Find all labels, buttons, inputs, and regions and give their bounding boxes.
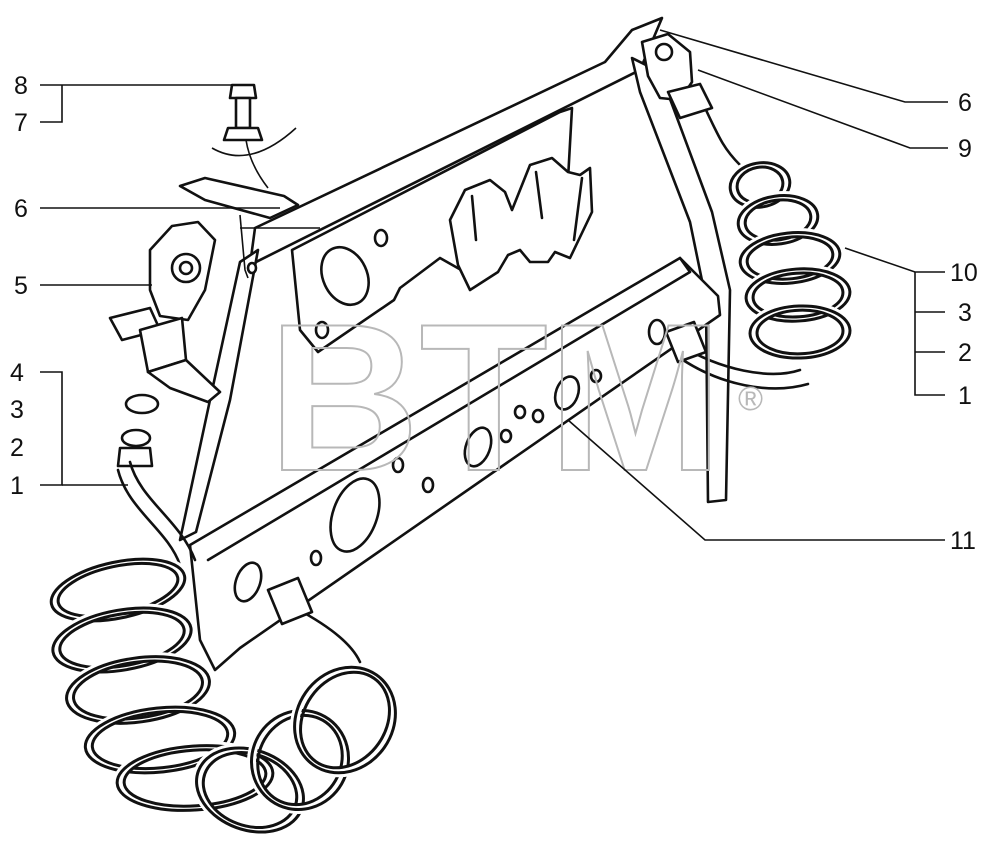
callout-9: 9 [958, 135, 972, 163]
frame-small-hole [373, 228, 389, 248]
frame-right-member [630, 56, 732, 504]
coiled-hose-right [664, 108, 855, 390]
callout-3: 3 [958, 299, 972, 327]
cross-member-hole [233, 561, 263, 603]
hose-coil-loop [751, 271, 845, 319]
hose-coil-loop [728, 161, 792, 209]
callout-5: 5 [14, 272, 28, 300]
coupling-head-left [108, 220, 222, 404]
bolt-shank [234, 96, 252, 130]
watermark-registered-mark: ® [738, 380, 763, 418]
hose-coil-loop [249, 708, 351, 812]
frame-small-hole [314, 320, 330, 340]
callout-8: 8 [14, 72, 28, 100]
callout-7: 7 [14, 109, 28, 137]
mounting-tab [178, 176, 300, 220]
hose-coil-loop [72, 659, 204, 721]
callout-1: 1 [958, 382, 972, 410]
callout-2: 2 [10, 434, 24, 462]
callout-11: 11 [950, 527, 976, 555]
cross-member-hole [589, 368, 603, 384]
hose-coil-loop [748, 304, 852, 360]
hose-coil-loop [299, 670, 391, 770]
cross-member-hole [463, 426, 493, 468]
hose-coil-loop [745, 235, 835, 281]
washer [222, 126, 264, 142]
hose-coil-loop [755, 308, 845, 356]
hose-coil-loop [115, 744, 275, 812]
hose-coil-loop [83, 705, 237, 775]
hose-coil-loop [736, 194, 820, 246]
cross-member-hole [391, 456, 405, 474]
hose-coil-loop [90, 709, 230, 771]
cross-member-hole [499, 428, 513, 444]
hose-fitting [266, 576, 314, 626]
hose-coil-loop [49, 557, 187, 623]
callout-labels: 8 7 6 5 4 3 2 1 6 9 10 3 2 1 11 [10, 72, 978, 555]
leader-lines [40, 29, 948, 541]
hose-coil-loop [65, 655, 211, 725]
hose-fitting [664, 320, 708, 364]
coiled-hose-left [46, 460, 400, 837]
callout-2: 2 [958, 339, 972, 367]
frame-upper-hole [320, 245, 370, 307]
hose-coil-loop [293, 665, 397, 775]
cross-member-hole [421, 476, 435, 494]
cross-member-hole [553, 375, 581, 411]
hose-coil-loop [51, 606, 193, 674]
cross-member-hole [329, 477, 381, 553]
seal-ring-stack [116, 393, 160, 468]
hose-clip-holder [448, 156, 594, 292]
frame-cross-member [188, 256, 722, 672]
hose-coil-loop [256, 713, 344, 807]
hose-straight-section [128, 460, 197, 562]
bolt-head [228, 83, 258, 100]
hose-coil-loop [122, 748, 268, 808]
callout-6: 6 [958, 89, 972, 117]
callout-4: 4 [10, 359, 24, 387]
callout-3: 3 [10, 396, 24, 424]
callout-10: 10 [950, 259, 978, 287]
callout-1: 1 [10, 472, 24, 500]
hose-coil-loop [738, 231, 842, 285]
hose-coil-loop [58, 610, 186, 670]
btm-watermark: BTM ® [267, 279, 763, 516]
coupling-head-right [640, 32, 714, 120]
frame-small-hole [246, 261, 258, 275]
mounting-frame [178, 16, 732, 672]
cross-member-hole [531, 408, 545, 424]
hose-coil-loop [744, 267, 852, 323]
callout-6: 6 [14, 195, 28, 223]
cross-member-hole [309, 549, 323, 567]
watermark-text: BTM [268, 280, 723, 515]
cross-member-hole [513, 404, 527, 420]
